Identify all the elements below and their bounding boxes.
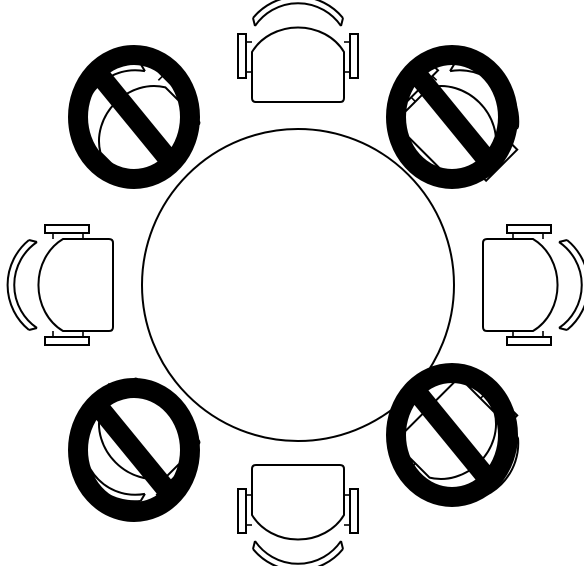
chair-top bbox=[238, 0, 358, 102]
chair-icon bbox=[483, 225, 584, 345]
chair-icon bbox=[238, 465, 358, 566]
chair-left bbox=[8, 225, 113, 345]
chair-icon bbox=[8, 225, 113, 345]
chair-icon bbox=[238, 0, 358, 102]
chair-bottom bbox=[238, 465, 358, 566]
chair-right bbox=[483, 225, 584, 345]
